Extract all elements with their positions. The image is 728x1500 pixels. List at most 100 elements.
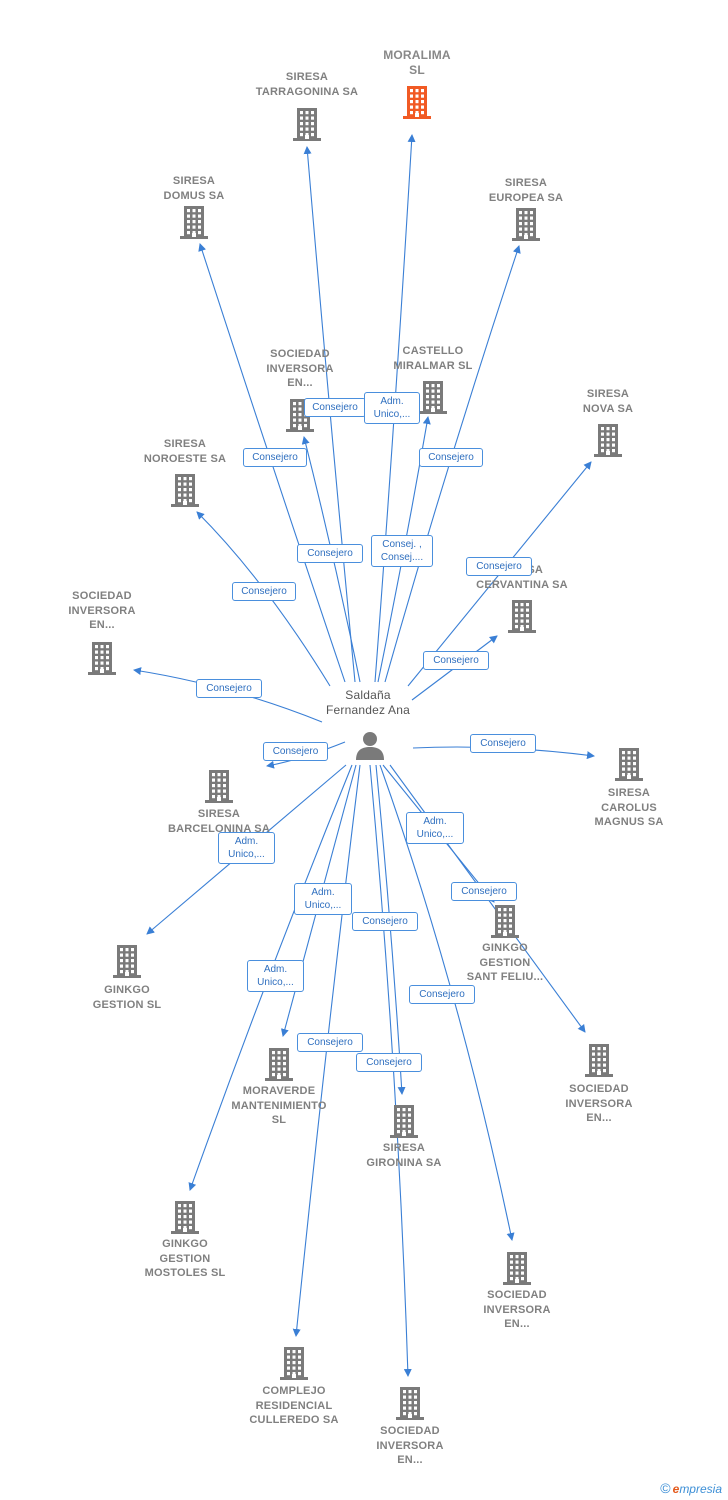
company-label-line: EN... <box>287 377 313 389</box>
relation-label-line: Consejero <box>476 561 522 572</box>
building-icon[interactable] <box>261 1046 297 1082</box>
relation-label-line: Consejero <box>206 683 252 694</box>
relation-label-tarragonina[interactable]: Consejero <box>297 544 363 563</box>
company-label-line: SOCIEDAD <box>72 590 132 602</box>
relation-label-line: Consejero <box>433 655 479 666</box>
relation-label-soc-inv-right[interactable]: Consejero <box>451 882 517 901</box>
building-icon[interactable] <box>109 943 145 979</box>
relation-label-noroeste[interactable]: Consejero <box>243 448 307 467</box>
building-icon[interactable] <box>276 1345 312 1381</box>
relation-label-castello[interactable]: Adm.Unico,... <box>364 392 420 424</box>
building-icon[interactable] <box>201 768 237 804</box>
company-label-line: GESTION <box>159 1252 211 1265</box>
company-label-line: TARRAGONINA SA <box>255 85 359 98</box>
company-label-line: SIRESA <box>163 438 207 450</box>
building-icon[interactable] <box>399 84 435 120</box>
relation-label-gironina[interactable]: Consejero <box>352 912 418 931</box>
building-icon[interactable] <box>176 204 212 240</box>
company-label[interactable]: SIRESA TARRAGONINA SA <box>247 70 367 99</box>
relation-label-soc-inv-lowright[interactable]: Consejero <box>409 985 475 1004</box>
empresia-logo: ©empresia <box>660 1480 722 1496</box>
relation-label-soc-inv-bottom[interactable]: Consejero <box>356 1053 422 1072</box>
logo-rest: mpresia <box>679 1482 722 1496</box>
company-label-line: SIRESA <box>172 175 216 187</box>
relation-label-line: Consejero <box>419 989 465 1000</box>
relation-label-barcelonina[interactable]: Consejero <box>263 742 328 761</box>
person-icon[interactable] <box>352 728 388 764</box>
relation-label-line: Consejero <box>428 452 474 463</box>
building-icon[interactable] <box>508 206 544 242</box>
building-icon[interactable] <box>504 598 540 634</box>
company-label-line: COMPLEJO <box>262 1385 326 1397</box>
person-label-line: Saldaña <box>345 688 391 702</box>
relation-label-soc-inv-left[interactable]: Consejero <box>196 679 262 698</box>
company-label-line: SIRESA <box>504 177 548 189</box>
building-icon[interactable] <box>581 1042 617 1078</box>
building-icon[interactable] <box>590 422 626 458</box>
building-icon[interactable] <box>167 472 203 508</box>
relation-label-carolus[interactable]: Consejero <box>470 734 536 753</box>
building-icon[interactable] <box>386 1103 422 1139</box>
person-label-line: Fernandez Ana <box>326 702 410 717</box>
building-icon[interactable] <box>487 903 523 939</box>
company-label-line: GINKGO <box>482 942 528 954</box>
copyright-symbol: © <box>660 1480 671 1496</box>
building-icon[interactable] <box>415 379 451 415</box>
building-icon[interactable] <box>611 746 647 782</box>
company-label-line: SIRESA <box>285 71 329 83</box>
building-icon[interactable] <box>289 106 325 142</box>
relation-label-nova[interactable]: Consejero <box>466 557 532 576</box>
building-icon[interactable] <box>167 1199 203 1235</box>
company-label-line: SIRESA <box>607 787 651 799</box>
relation-label-complejo[interactable]: Consejero <box>297 1033 363 1052</box>
relation-label-ginkgo-mostoles[interactable]: Adm.Unico,... <box>247 960 304 992</box>
relation-label-europea[interactable]: Consejero <box>419 448 483 467</box>
relation-label-ginkgo-gestion[interactable]: Adm.Unico,... <box>218 832 275 864</box>
relation-label-moralima[interactable]: Consej. , Consej.... <box>371 535 433 567</box>
relation-label-ginkgo-sant-feliu[interactable]: Adm.Unico,... <box>406 812 464 844</box>
relation-label-soc-inv-top[interactable]: Consejero <box>304 398 366 417</box>
relation-label-line: Consejero <box>307 548 353 559</box>
relation-label-line: Consej. , <box>382 539 422 550</box>
company-label-line: GINKGO <box>104 984 150 996</box>
building-icon[interactable] <box>84 640 120 676</box>
company-label-line: SL <box>409 62 425 77</box>
company-label-line: INVERSORA <box>565 1097 633 1110</box>
relation-label-cervantina[interactable]: Consejero <box>423 651 489 670</box>
company-label-line: INVERSORA <box>376 1439 444 1452</box>
company-label-line: GIRONINA SA <box>366 1156 442 1169</box>
relation-label-moraverde[interactable]: Adm.Unico,... <box>294 883 352 915</box>
building-icon[interactable] <box>392 1385 428 1421</box>
company-label-line: EN... <box>504 1318 530 1330</box>
company-label-line: SOCIEDAD <box>270 348 330 360</box>
relation-label-domus[interactable]: Consejero <box>232 582 296 601</box>
company-label-line: MOSTOLES SL <box>144 1267 226 1279</box>
relation-label-line: Consejero <box>312 402 358 413</box>
relation-label-line: Adm. <box>380 396 404 407</box>
company-label-line: SL <box>271 1114 287 1126</box>
building-icon[interactable] <box>499 1250 535 1286</box>
relation-label-line: Consej.... <box>380 552 424 563</box>
company-label-line: SOCIEDAD <box>487 1289 547 1301</box>
